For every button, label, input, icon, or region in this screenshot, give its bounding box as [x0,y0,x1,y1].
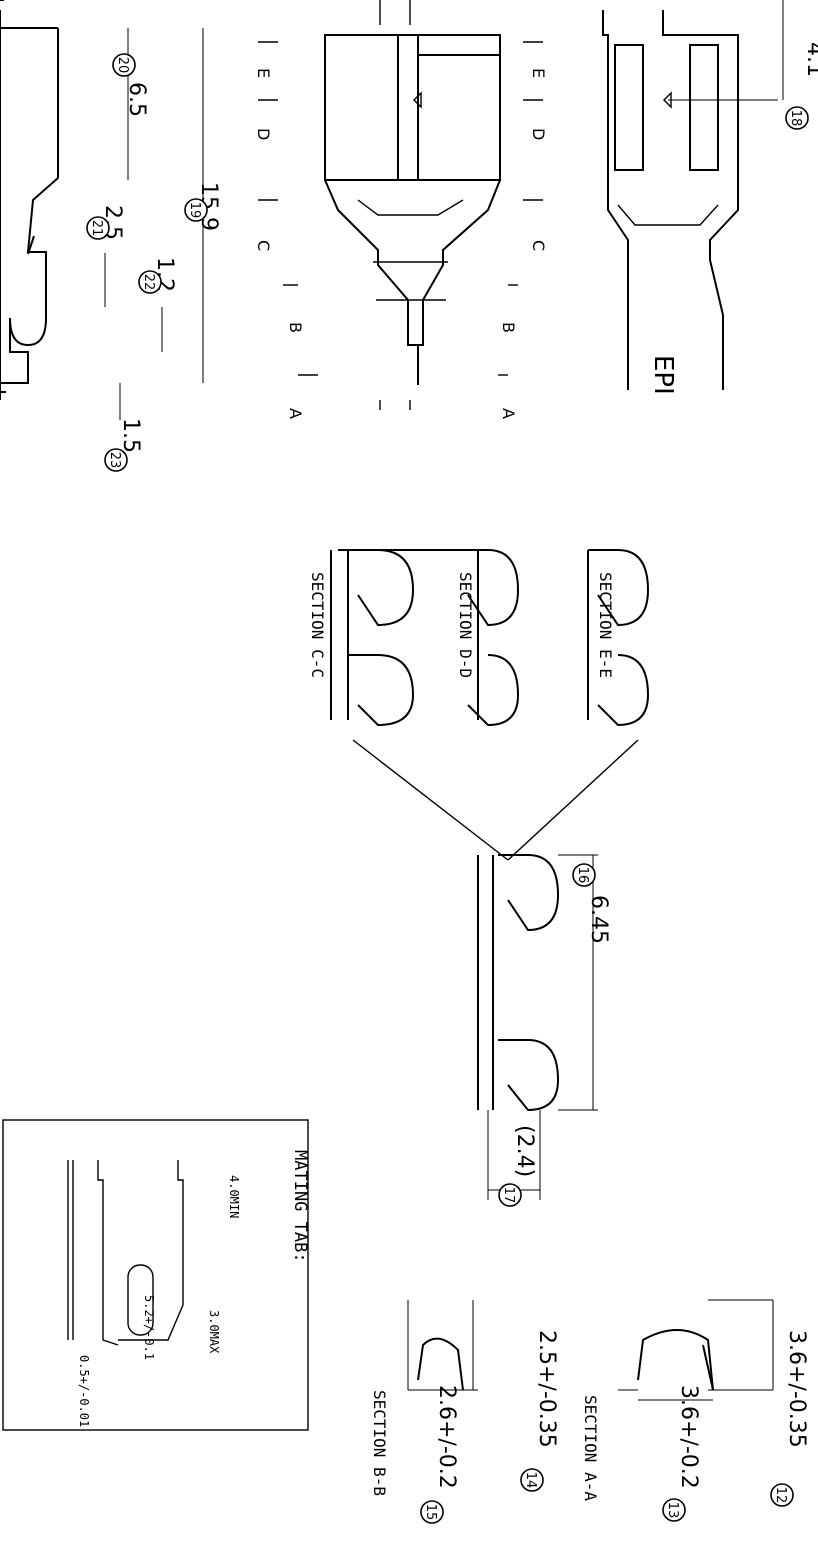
balloon-19: 19 [184,198,208,222]
svg-text:23: 23 [107,452,122,469]
epi-view [602,0,784,390]
balloon-12: 12 [770,1483,794,1507]
balloon-15: 15 [420,1500,444,1524]
dim-17: (2.4) [512,1125,537,1177]
svg-text:21: 21 [89,220,104,237]
svg-text:18: 18 [788,110,803,127]
mating-tab-box [2,1119,309,1431]
cut-letter-a-left: A [286,408,305,419]
cut-letter-d-left: D [254,128,273,140]
side-view [0,0,204,420]
section-d-label: SECTION D-D [456,572,475,678]
cut-letter-b-left: B [286,322,305,333]
dim-18: 4.1 [802,42,818,77]
balloon-18: 18 [785,106,809,130]
cut-letter-c-left: C [254,240,273,251]
svg-text:20: 20 [115,57,130,74]
svg-text:15: 15 [423,1504,438,1521]
cut-letter-e-left: E [254,68,273,78]
text-layer: MATING TAB: 4.0MIN 3.0MAX 5.2+/-0.1 0.5+… [77,42,818,1524]
svg-text:12: 12 [773,1487,788,1504]
cut-letter-a-right: A [499,408,518,419]
svg-text:19: 19 [187,202,202,219]
dim-23: 1.5 [118,418,143,453]
section-e-label: SECTION E-E [596,572,615,678]
dim-15: 2.6+/-0.2 [434,1385,459,1489]
section-center [477,854,598,1200]
dim-16: 6.45 [586,895,611,944]
dim-20: 6.5 [124,82,149,117]
cut-letter-c-right: C [529,240,548,251]
svg-text:13: 13 [665,1502,680,1519]
mating-dim-3max: 3.0MAX [207,1310,221,1354]
dim-14: 2.5+/-0.35 [534,1330,559,1448]
cut-letter-b-right: B [499,322,518,333]
section-views-cde [330,549,650,861]
section-views-ab [407,1299,774,1401]
svg-text:14: 14 [523,1472,538,1489]
dim-13: 3.6+/-0.2 [676,1385,701,1489]
balloon-16: 16 [572,863,596,887]
balloon-20: 20 [112,53,136,77]
mating-dim-4min: 4.0MIN [227,1175,241,1218]
cut-letter-e-right: E [529,68,548,78]
svg-text:16: 16 [575,867,590,884]
section-a-label: SECTION A-A [581,1395,600,1501]
balloon-17: 17 [498,1183,522,1207]
balloon-21: 21 [86,216,110,240]
dim-12: 3.6+/-0.35 [784,1330,809,1448]
balloon-14: 14 [520,1468,544,1492]
epi-marking: EPI [648,355,678,395]
section-b-label: SECTION B-B [370,1390,389,1496]
section-c-label: SECTION C-C [308,572,327,678]
mating-dim-0-5: 0.5+/-0.01 [77,1355,91,1427]
mating-dim-5-2: 5.2+/-0.1 [142,1295,156,1360]
balloon-13: 13 [662,1498,686,1522]
cut-letter-d-right: D [529,128,548,140]
plan-view [258,0,543,410]
svg-text:17: 17 [501,1187,516,1204]
svg-text:22: 22 [141,274,156,291]
balloon-23: 23 [104,448,128,472]
mating-tab-drawing [67,1160,184,1346]
mating-tab-title: MATING TAB: [290,1150,310,1263]
balloon-22: 22 [138,270,162,294]
